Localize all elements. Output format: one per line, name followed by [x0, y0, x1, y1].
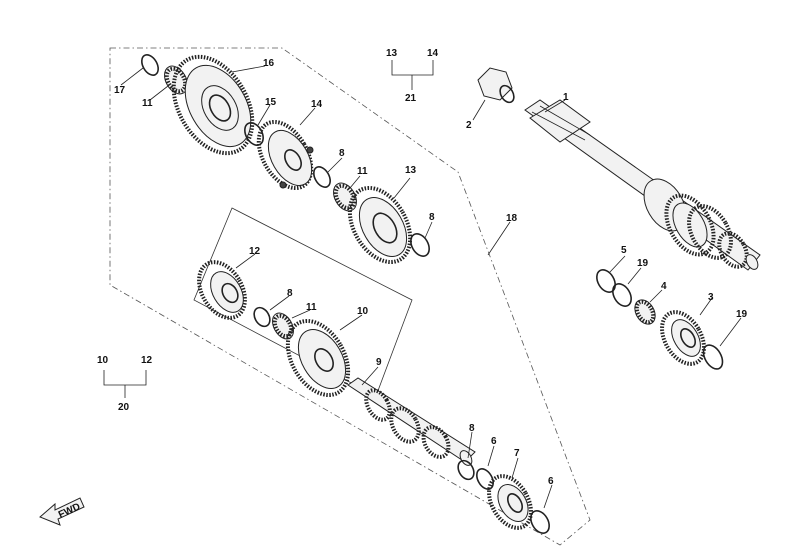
snap-ring-8-d — [457, 459, 475, 481]
label-11-b: 11 — [357, 166, 368, 177]
label-8-b: 8 — [429, 212, 435, 223]
label-13-a: 13 — [405, 165, 417, 176]
needle-bearing-11-mid — [333, 182, 357, 212]
label-21: 21 — [405, 93, 417, 104]
label-2: 2 — [466, 120, 472, 131]
washer-19-a — [612, 283, 632, 307]
label-8-a: 8 — [339, 148, 345, 159]
washer-17 — [141, 54, 159, 76]
label-19-a: 19 — [637, 258, 649, 269]
needle-bearing-11-low — [272, 312, 294, 340]
label-1: 1 — [563, 92, 569, 103]
nut — [477, 67, 515, 104]
gear-10 — [285, 319, 351, 397]
assembly-outline — [109, 47, 591, 546]
label-13-b: 13 — [386, 48, 398, 59]
snap-ring-8-a — [313, 166, 331, 188]
gear-7 — [487, 474, 533, 530]
label-6-a: 6 — [491, 436, 497, 447]
label-17: 17 — [114, 85, 126, 96]
label-9: 9 — [376, 357, 382, 368]
washer-19-b — [702, 344, 724, 370]
label-8-d: 8 — [469, 423, 475, 434]
label-5: 5 — [621, 245, 627, 256]
label-19-b: 19 — [736, 309, 748, 320]
gear-14 — [256, 119, 314, 191]
label-11-a: 11 — [142, 98, 153, 109]
label-14-a: 14 — [311, 99, 323, 110]
label-12-a: 12 — [249, 246, 261, 257]
label-10-a: 10 — [357, 306, 369, 317]
fwd-label: FWD — [57, 501, 82, 521]
fwd-arrow-icon: FWD — [39, 497, 85, 526]
needle-bearing-4 — [634, 299, 656, 325]
snap-ring-8-c — [253, 306, 271, 328]
label-11-c: 11 — [306, 302, 317, 313]
part-labels: 1 2 3 4 5 6 6 7 8 8 8 8 9 10 10 11 11 11… — [97, 48, 748, 487]
washer-6-b — [530, 510, 550, 534]
leader-lines — [103, 60, 742, 509]
label-10-b: 10 — [97, 355, 109, 366]
washer-5 — [596, 269, 616, 293]
label-7: 7 — [514, 448, 520, 459]
label-6-b: 6 — [548, 476, 554, 487]
main-shaft — [524, 99, 761, 271]
countershaft — [347, 377, 476, 466]
label-16: 16 — [263, 58, 275, 69]
label-15: 15 — [265, 97, 277, 108]
label-4: 4 — [661, 281, 667, 292]
label-8-c: 8 — [287, 288, 293, 299]
label-12-b: 12 — [141, 355, 153, 366]
label-3: 3 — [708, 292, 714, 303]
gear-13 — [347, 186, 413, 264]
label-18: 18 — [506, 213, 518, 224]
label-20: 20 — [118, 402, 130, 413]
snap-ring-8-b — [410, 233, 430, 257]
gear-3 — [660, 310, 706, 366]
gear-12 — [197, 260, 247, 320]
gear-16 — [171, 54, 255, 156]
label-14-b: 14 — [427, 48, 439, 59]
